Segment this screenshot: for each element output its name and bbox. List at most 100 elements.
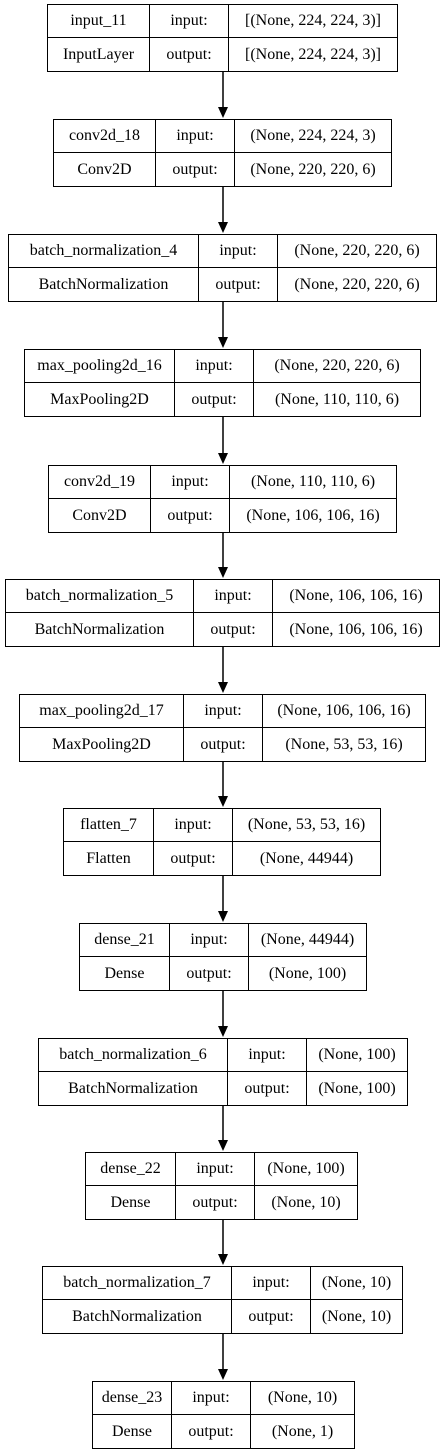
- input-shape: (None, 100): [255, 1153, 357, 1186]
- layer-type: BatchNormalization: [39, 1072, 228, 1105]
- layer-name: batch_normalization_4: [9, 235, 199, 268]
- input-label: input:: [194, 580, 273, 613]
- output-shape: (None, 44944): [259, 849, 354, 867]
- output-shape: (None, 106, 106, 16): [246, 506, 380, 524]
- arrowhead-icon: [218, 796, 228, 807]
- input-label: input:: [199, 235, 278, 268]
- input-label: input:: [170, 924, 249, 957]
- layer-type: Conv2D: [49, 499, 151, 532]
- arrowhead-icon: [218, 453, 228, 464]
- arrowhead-icon: [218, 567, 228, 578]
- input-label: input:: [228, 1039, 307, 1072]
- arrowhead-icon: [218, 1140, 228, 1151]
- output-shape: (None, 10): [271, 1193, 341, 1211]
- input-shape: (None, 53, 53, 16): [233, 809, 380, 842]
- input-label: input:: [184, 695, 263, 728]
- layer-name: batch_normalization_6: [39, 1039, 228, 1072]
- layer-node-max-pooling2d-16: max_pooling2d_16 input: (None, 220, 220,…: [24, 349, 421, 417]
- output-label: output:: [151, 499, 230, 532]
- layer-node-batch-normalization-7: batch_normalization_7 input: (None, 10) …: [42, 1266, 403, 1334]
- input-shape: (None, 100): [307, 1039, 407, 1072]
- input-label: input:: [232, 1267, 311, 1300]
- layer-name: input_11: [48, 5, 150, 38]
- layer-type: Dense: [86, 1186, 176, 1219]
- layer-node-conv2d-19: conv2d_19 input: (None, 110, 110, 6) Con…: [48, 465, 397, 533]
- input-label: input:: [175, 350, 254, 383]
- output-label: output:: [228, 1072, 307, 1105]
- layer-node-conv2d-18: conv2d_18 input: (None, 224, 224, 3) Con…: [53, 119, 392, 187]
- input-label: input:: [172, 1382, 251, 1415]
- output-shape: (None, 100): [268, 964, 347, 982]
- input-shape: (None, 110, 110, 6): [230, 466, 396, 499]
- output-label: output:: [184, 728, 263, 761]
- input-label: input:: [150, 5, 229, 38]
- arrowhead-icon: [218, 911, 228, 922]
- input-shape: (None, 224, 224, 3): [235, 120, 391, 153]
- layer-name: batch_normalization_7: [43, 1267, 232, 1300]
- output-label: output:: [154, 842, 233, 875]
- layer-node-dense-22: dense_22 input: (None, 100) Dense output…: [85, 1152, 358, 1220]
- input-label: input:: [151, 466, 230, 499]
- output-label: output:: [175, 383, 254, 416]
- output-shape: (None, 53, 53, 16): [285, 735, 403, 753]
- input-shape: (None, 220, 220, 6): [254, 350, 420, 383]
- layer-name: conv2d_19: [49, 466, 151, 499]
- input-shape: (None, 220, 220, 6): [278, 235, 436, 268]
- layer-name: dense_23: [93, 1382, 172, 1415]
- layer-name: conv2d_18: [54, 120, 156, 153]
- output-label: output:: [170, 957, 249, 990]
- layer-name: batch_normalization_5: [6, 580, 194, 613]
- input-shape: [(None, 224, 224, 3)]: [229, 5, 397, 38]
- output-label: output:: [176, 1186, 255, 1219]
- output-shape: (None, 220, 220, 6): [294, 275, 420, 293]
- output-label: output:: [172, 1415, 251, 1448]
- arrowhead-icon: [218, 1026, 228, 1037]
- output-shape: (None, 100): [318, 1079, 396, 1097]
- arrowhead-icon: [218, 222, 228, 233]
- layer-node-input-11: input_11 input: [(None, 224, 224, 3)] In…: [47, 4, 398, 72]
- layer-type: BatchNormalization: [9, 268, 199, 301]
- arrowhead-icon: [218, 1369, 228, 1380]
- layer-node-max-pooling2d-17: max_pooling2d_17 input: (None, 106, 106,…: [19, 694, 426, 762]
- layer-type: BatchNormalization: [6, 613, 194, 646]
- layer-name: max_pooling2d_16: [25, 350, 175, 383]
- output-shape: (None, 1): [271, 1422, 334, 1440]
- layer-node-dense-23: dense_23 input: (None, 10) Dense output:…: [92, 1381, 355, 1449]
- input-shape: (None, 106, 106, 16): [263, 695, 425, 728]
- arrowhead-icon: [218, 107, 228, 118]
- output-label: output:: [232, 1300, 311, 1333]
- layer-name: dense_21: [80, 924, 170, 957]
- layer-type: Flatten: [64, 842, 154, 875]
- layer-type: InputLayer: [48, 38, 150, 71]
- layer-name: flatten_7: [64, 809, 154, 842]
- layer-name: max_pooling2d_17: [20, 695, 184, 728]
- layer-type: Conv2D: [54, 153, 156, 186]
- output-label: output:: [199, 268, 278, 301]
- layer-type: MaxPooling2D: [25, 383, 175, 416]
- output-shape: (None, 10): [321, 1307, 392, 1325]
- input-shape: (None, 106, 106, 16): [273, 580, 439, 613]
- arrowhead-icon: [218, 682, 228, 693]
- layer-name: dense_22: [86, 1153, 176, 1186]
- layer-node-flatten-7: flatten_7 input: (None, 53, 53, 16) Flat…: [63, 808, 381, 876]
- input-shape: (None, 10): [311, 1267, 402, 1300]
- output-shape: (None, 106, 106, 16): [289, 620, 423, 638]
- layer-type: MaxPooling2D: [20, 728, 184, 761]
- input-label: input:: [156, 120, 235, 153]
- arrowhead-icon: [218, 337, 228, 348]
- layer-type: Dense: [80, 957, 170, 990]
- input-shape: (None, 44944): [249, 924, 366, 957]
- input-label: input:: [154, 809, 233, 842]
- output-shape: [(None, 224, 224, 3)]: [245, 45, 381, 63]
- layer-node-batch-normalization-5: batch_normalization_5 input: (None, 106,…: [5, 579, 440, 647]
- layer-node-batch-normalization-4: batch_normalization_4 input: (None, 220,…: [8, 234, 437, 302]
- output-label: output:: [156, 153, 235, 186]
- layer-type: BatchNormalization: [43, 1300, 232, 1333]
- output-label: output:: [194, 613, 273, 646]
- layer-node-dense-21: dense_21 input: (None, 44944) Dense outp…: [79, 923, 367, 991]
- layer-type: Dense: [93, 1415, 172, 1448]
- layer-node-batch-normalization-6: batch_normalization_6 input: (None, 100)…: [38, 1038, 408, 1106]
- input-label: input:: [176, 1153, 255, 1186]
